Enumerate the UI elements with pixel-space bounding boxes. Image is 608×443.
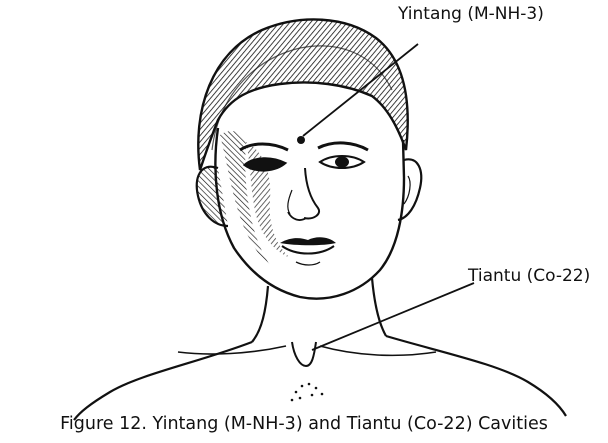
- face-outline: [215, 128, 404, 299]
- left-ear: [197, 167, 228, 226]
- nose: [288, 168, 319, 220]
- yintang-point: [297, 136, 305, 144]
- figure-caption: Figure 12. Yintang (M-NH-3) and Tiantu (…: [0, 414, 608, 434]
- tiantu-notch: [292, 342, 316, 366]
- tiantu-leader-line: [312, 283, 474, 350]
- yintang-label: Yintang (M-NH-3): [398, 6, 544, 23]
- right-eye: [318, 143, 368, 168]
- tiantu-label: Tiantu (Co-22): [468, 268, 590, 285]
- mouth: [280, 237, 336, 265]
- neck: [252, 278, 386, 342]
- sternum-dots: [291, 383, 324, 402]
- clavicles: [178, 346, 436, 355]
- shoulders: [74, 336, 566, 420]
